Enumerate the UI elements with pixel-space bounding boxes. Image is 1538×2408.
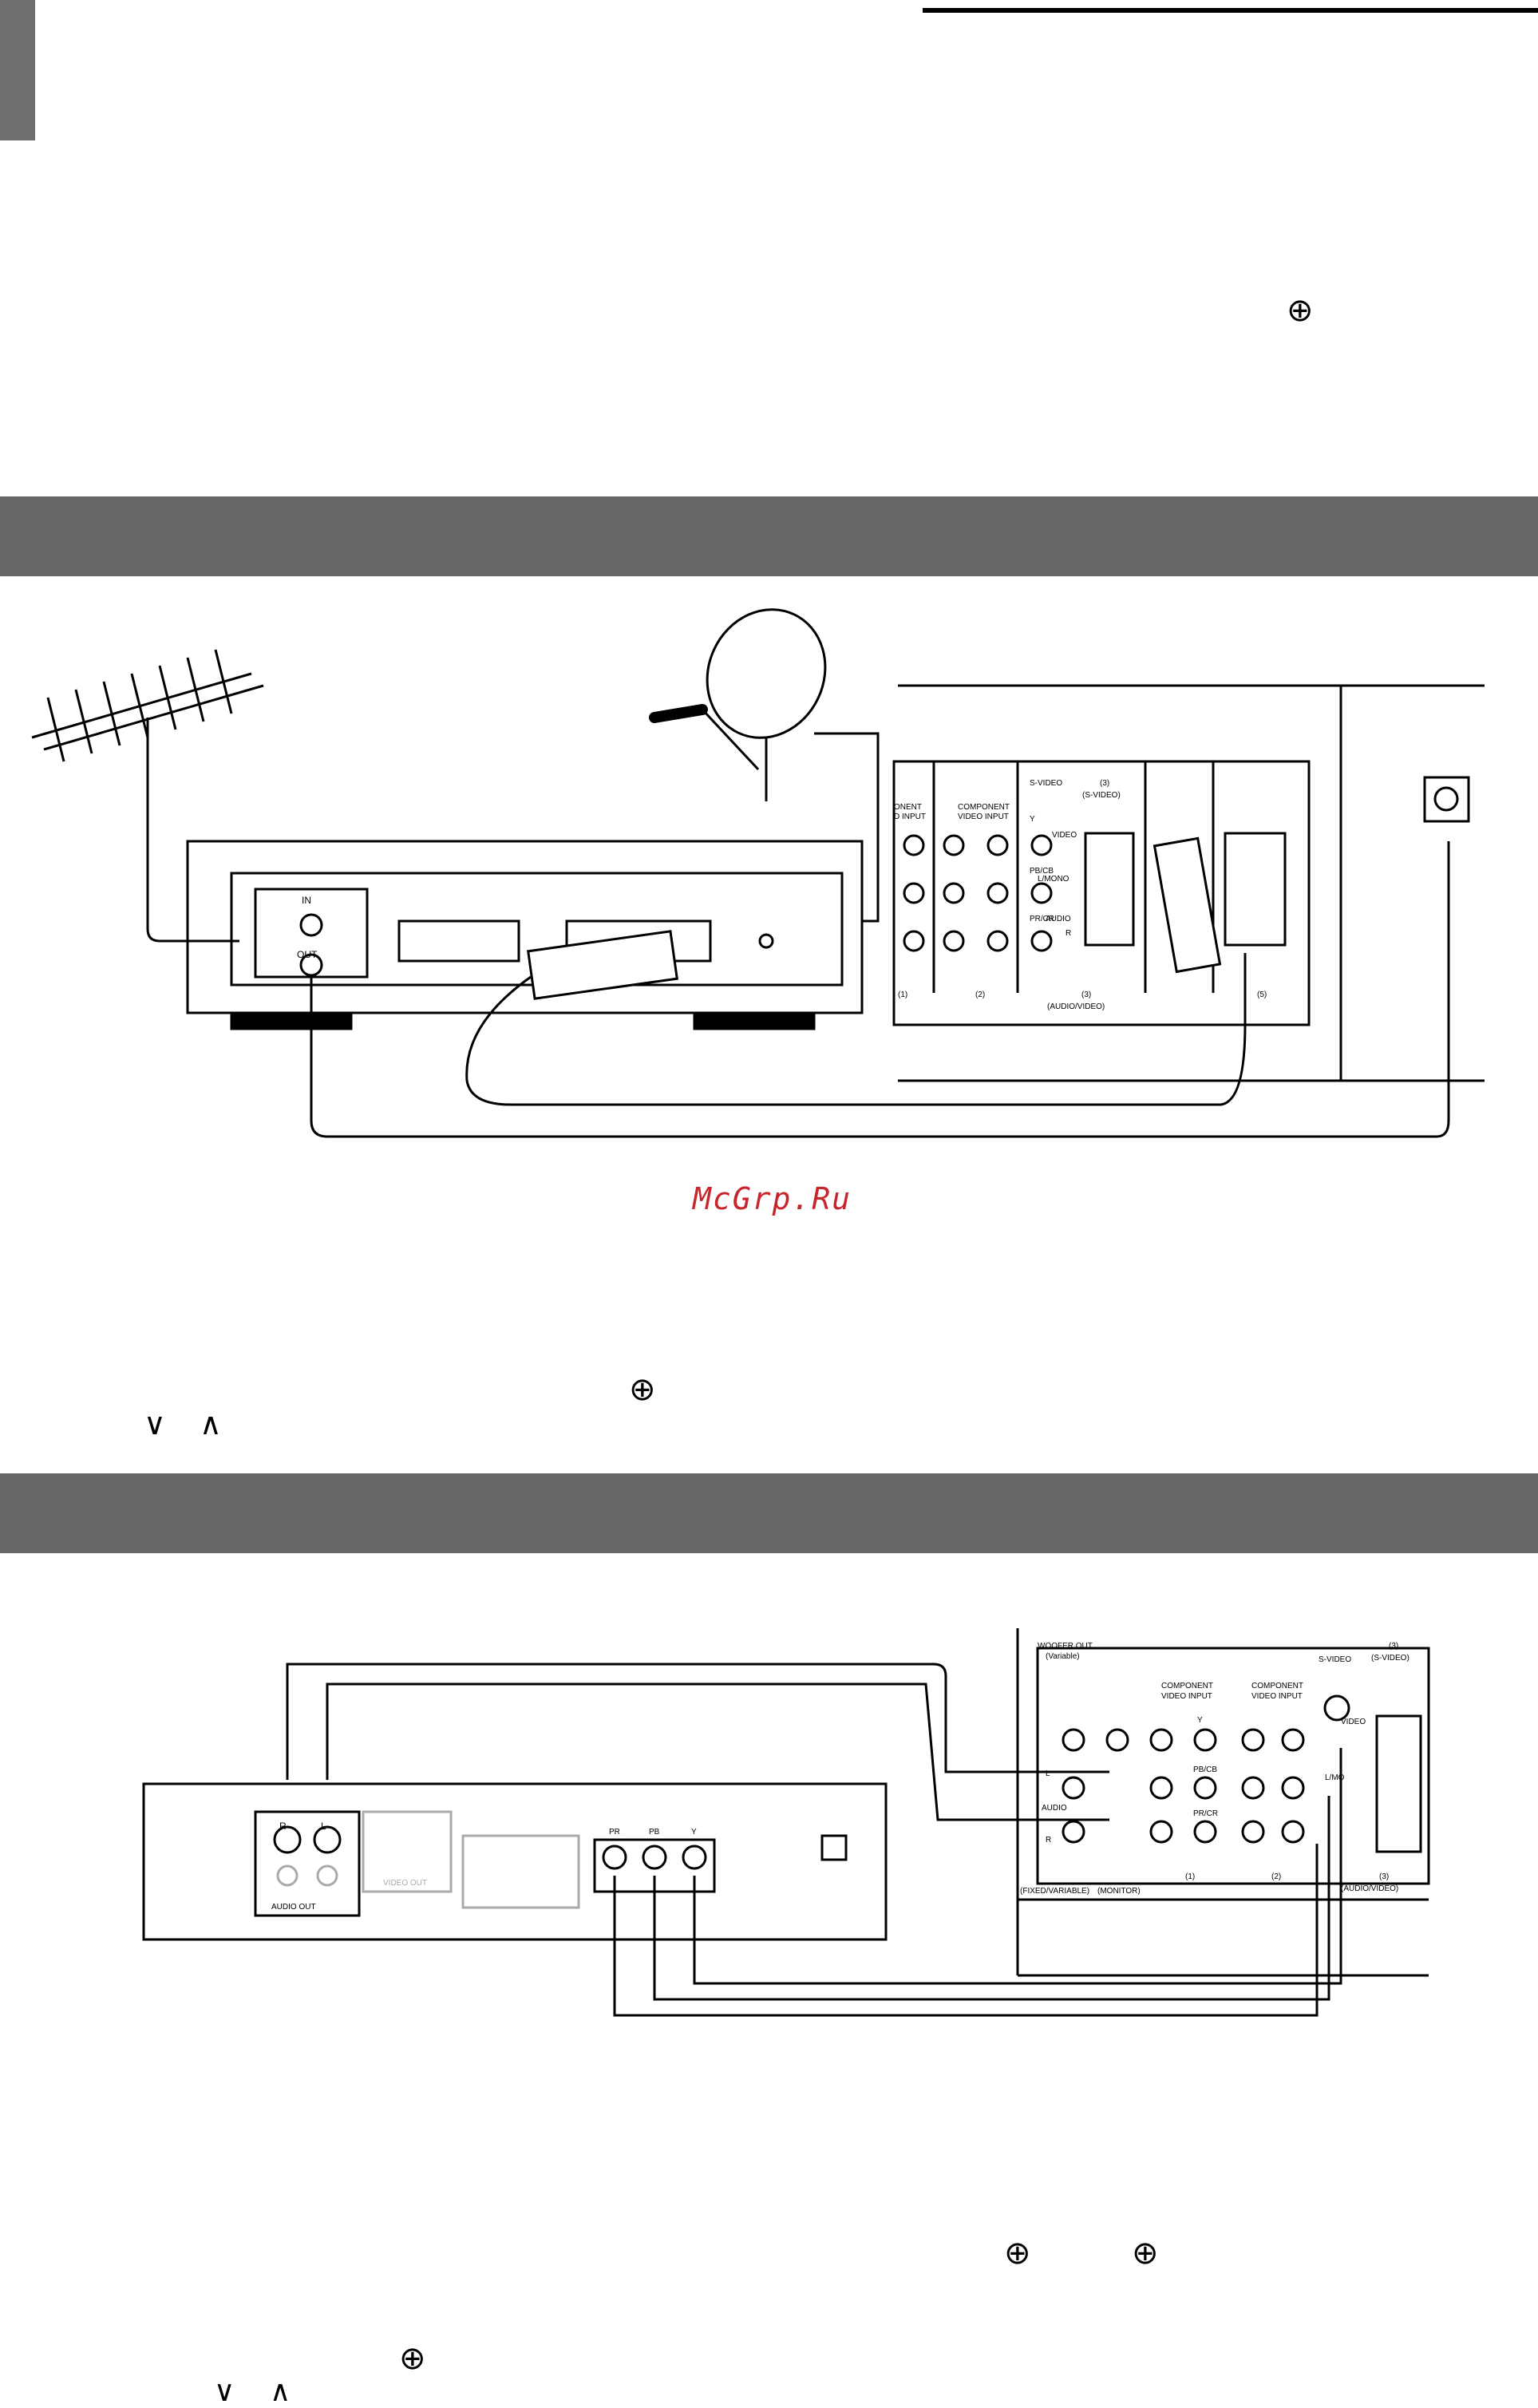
tv1-lmono-label: L/MONO xyxy=(1038,875,1069,884)
tv1-r-label: R xyxy=(1066,929,1071,938)
tv1-audio-label: AUDIO xyxy=(1046,915,1071,923)
tv2-variable-label: (Variable) xyxy=(1046,1652,1080,1661)
tv1-in1-label: (1) xyxy=(898,990,907,999)
player-pr-label: PR xyxy=(609,1828,620,1837)
tv-rear-panel xyxy=(1016,1628,1430,1977)
player-pb-label: PB xyxy=(649,1828,660,1837)
diagram-player-tv-component: R L AUDIO OUT VIDEO OUT PR PB Y WOOFER O… xyxy=(142,1628,1430,2017)
tv1-svideo-label: S-VIDEO xyxy=(1030,779,1062,788)
tv1-y-label: Y xyxy=(1030,815,1035,824)
tv2-l-label: L xyxy=(1046,1769,1050,1778)
tv1-av-label: (AUDIO/VIDEO) xyxy=(1047,1002,1105,1011)
player-audio-out-label: AUDIO OUT xyxy=(271,1903,316,1912)
tv1-svideo-paren-label: (S-VIDEO) xyxy=(1082,791,1121,800)
section-tab xyxy=(0,0,35,140)
tv2-fixed-variable-label: (FIXED/VARIABLE) xyxy=(1020,1887,1089,1896)
section-band-1 xyxy=(0,496,1538,576)
tv2-y-label: Y xyxy=(1197,1716,1203,1725)
antenna-icon xyxy=(31,649,264,921)
player-r-label: R xyxy=(279,1821,287,1832)
tv2-pb-label: PB/CB xyxy=(1193,1765,1217,1774)
tv2-pr-label: PR/CR xyxy=(1193,1809,1218,1818)
input-icon: ⊕ xyxy=(1004,2235,1031,2272)
vcr-unit xyxy=(186,840,864,1030)
tv2-svideo-paren-label: (S-VIDEO) xyxy=(1371,1654,1410,1663)
player-l-label: L xyxy=(321,1821,326,1832)
tv2-input3-label: (3) xyxy=(1389,1642,1398,1651)
tv2-audio-label: AUDIO xyxy=(1042,1804,1067,1813)
cables xyxy=(286,1663,1342,2017)
down-icon: ∨ xyxy=(214,2375,235,2408)
tv2-video-label: VIDEO xyxy=(1341,1718,1366,1726)
section-band-2 xyxy=(0,1473,1538,1553)
input-icon: ⊕ xyxy=(1132,2235,1159,2272)
tv1-pr-label: PR/CR xyxy=(1030,915,1054,923)
input-icon: ⊕ xyxy=(399,2340,426,2377)
tv2-woofer-label: WOOFER OUT xyxy=(1038,1642,1093,1651)
tv2-av-label: (AUDIO/VIDEO) xyxy=(1341,1884,1398,1893)
tv1-in3-label: (3) xyxy=(1081,990,1091,999)
up-icon: ∧ xyxy=(200,1406,222,1441)
satellite-dish-icon xyxy=(649,608,880,923)
tv-rear-panel xyxy=(892,684,1485,1082)
up-icon: ∧ xyxy=(270,2375,291,2408)
cables xyxy=(146,841,1450,1138)
vcr-out-label: OUT xyxy=(297,949,318,960)
tv1-video-label: VIDEO xyxy=(1052,831,1077,840)
tv2-monitor-label: (MONITOR) xyxy=(1097,1887,1141,1896)
player-y-label: Y xyxy=(691,1828,697,1837)
down-icon: ∨ xyxy=(144,1406,166,1441)
watermark: McGrp.Ru xyxy=(693,1181,852,1216)
header-rule xyxy=(923,8,1538,13)
input-icon: ⊕ xyxy=(1287,292,1314,329)
tv2-lmono-label: L/MO xyxy=(1325,1773,1345,1782)
tv2-in2-label: (2) xyxy=(1271,1872,1281,1881)
tv2-in1-label: (1) xyxy=(1185,1872,1195,1881)
vcr-scart-plug-icon xyxy=(527,930,678,1000)
tv2-r-label: R xyxy=(1046,1836,1051,1845)
tv1-pb-label: PB/CB xyxy=(1030,867,1054,876)
tv2-svideo-label: S-VIDEO xyxy=(1319,1655,1351,1664)
tv1-in5-label: (5) xyxy=(1257,990,1267,999)
tv2-in3-label: (3) xyxy=(1379,1872,1389,1881)
vcr-in-label: IN xyxy=(302,895,311,906)
input-icon: ⊕ xyxy=(629,1371,656,1408)
player-video-out-label: VIDEO OUT xyxy=(383,1879,427,1888)
player-unit xyxy=(142,1782,888,1941)
tv1-input3-label: (3) xyxy=(1100,779,1109,788)
tv1-in2-label: (2) xyxy=(975,990,985,999)
